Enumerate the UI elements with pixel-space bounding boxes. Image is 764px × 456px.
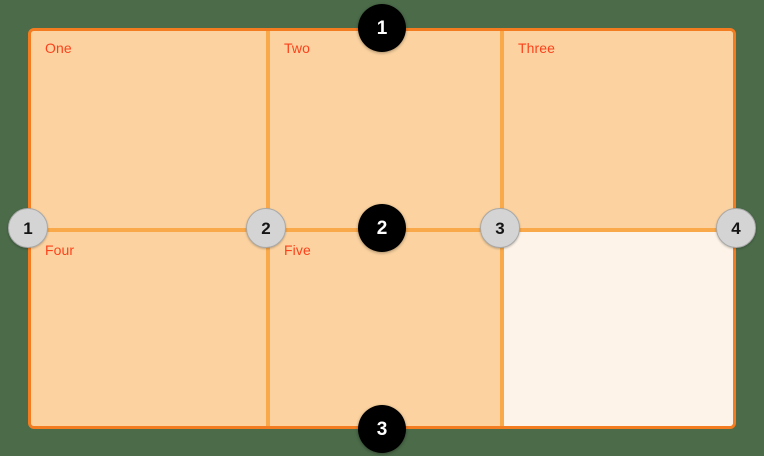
column-marker-1-label: 1 (23, 218, 33, 238)
row-marker-3[interactable]: 3 (358, 405, 406, 453)
column-marker-4-label: 4 (731, 218, 741, 238)
grid-cell-label-two: Two (284, 40, 310, 56)
row-marker-2[interactable]: 2 (358, 204, 406, 252)
row-marker-2-label: 2 (376, 217, 388, 239)
row-marker-1-label: 1 (376, 17, 388, 39)
column-marker-2-label: 2 (261, 218, 271, 238)
column-marker-4[interactable]: 4 (716, 208, 756, 248)
grid-cell-four[interactable]: Four (31, 232, 266, 426)
column-marker-1[interactable]: 1 (8, 208, 48, 248)
grid-cell-label-one: One (45, 40, 72, 56)
grid-cell-two[interactable]: Two (270, 31, 500, 228)
grid-cell-three[interactable]: Three (504, 31, 733, 228)
grid-cell-five[interactable]: Five (270, 232, 500, 426)
grid-cell-label-four: Four (45, 242, 75, 258)
column-marker-2[interactable]: 2 (246, 208, 286, 248)
grid-cell-label-five: Five (284, 242, 311, 258)
row-marker-1[interactable]: 1 (358, 4, 406, 52)
grid-cell-one[interactable]: One (31, 31, 266, 228)
grid-frame: One Two Three Four Five (28, 28, 736, 429)
column-marker-3[interactable]: 3 (480, 208, 520, 248)
row-marker-3-label: 3 (376, 418, 388, 440)
column-marker-3-label: 3 (495, 218, 505, 238)
grid-cell-label-three: Three (518, 40, 556, 56)
grid-cell-empty[interactable] (504, 232, 733, 426)
